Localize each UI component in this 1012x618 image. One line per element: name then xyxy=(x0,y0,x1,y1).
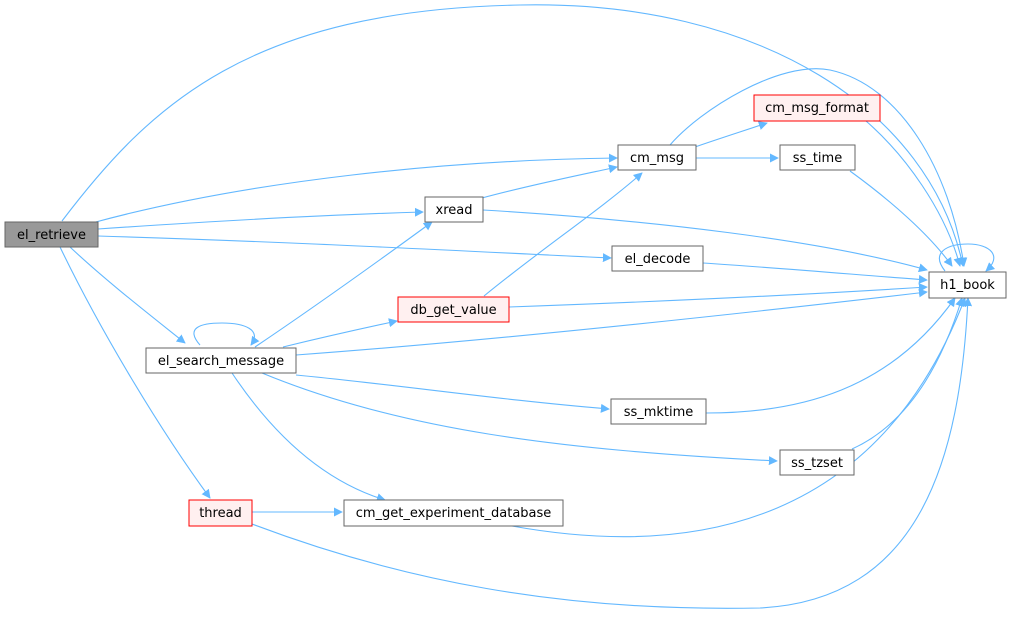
edge-el_retrieve-xread xyxy=(97,207,424,230)
edge-el_retrieve-h1_book xyxy=(61,4,966,267)
node-h1_book[interactable]: h1_book xyxy=(928,271,1007,299)
edge-ss_mktime-h1_book xyxy=(705,297,956,414)
node-cm_msg_format[interactable]: cm_msg_format xyxy=(753,94,881,122)
node-label-cm_get_experiment_database: cm_get_experiment_database xyxy=(356,506,552,521)
edge-ss_time-h1_book xyxy=(849,170,953,267)
edge-cm_msg-cm_msg_format xyxy=(694,121,768,148)
node-xread[interactable]: xread xyxy=(424,196,484,223)
edge-el_search_message-el_search_message xyxy=(193,322,260,346)
edge-db_get_value-cm_msg xyxy=(483,172,643,297)
edge-el_decode-h1_book xyxy=(702,262,928,284)
node-label-el_search_message: el_search_message xyxy=(158,354,284,369)
edge-el_search_message-ss_mktime xyxy=(295,374,610,413)
node-thread[interactable]: thread xyxy=(188,499,253,527)
edge-ss_tzset-h1_book xyxy=(851,297,964,450)
node-label-xread: xread xyxy=(436,203,473,218)
edge-db_get_value-h1_book xyxy=(508,283,928,308)
edge-el_retrieve-cm_msg xyxy=(91,153,618,224)
node-ss_time[interactable]: ss_time xyxy=(779,144,856,171)
node-el_search_message[interactable]: el_search_message xyxy=(145,347,297,374)
node-label-ss_tzset: ss_tzset xyxy=(791,456,843,471)
edge-el_search_message-h1_book xyxy=(295,288,928,356)
node-label-thread: thread xyxy=(199,506,242,521)
node-label-el_decode: el_decode xyxy=(625,252,691,267)
node-label-ss_mktime: ss_mktime xyxy=(624,405,694,420)
node-el_retrieve[interactable]: el_retrieve xyxy=(4,221,99,248)
edge-el_retrieve-el_decode xyxy=(97,235,612,263)
node-ss_tzset[interactable]: ss_tzset xyxy=(779,449,855,476)
edge-el_search_message-xread xyxy=(254,221,433,348)
edge-cm_msg-h1_book xyxy=(669,68,968,267)
node-label-el_retrieve: el_retrieve xyxy=(17,228,86,243)
node-ss_mktime[interactable]: ss_mktime xyxy=(610,398,707,425)
edge-cm_msg_format-h1_book xyxy=(865,120,963,267)
node-label-cm_msg_format: cm_msg_format xyxy=(765,101,869,116)
node-label-h1_book: h1_book xyxy=(940,278,995,293)
node-label-ss_time: ss_time xyxy=(793,151,842,166)
edge-el_search_message-cm_get_experiment_database xyxy=(231,372,386,502)
node-label-cm_msg: cm_msg xyxy=(630,151,684,166)
edge-el_search_message-db_get_value xyxy=(282,318,398,348)
edge-el_retrieve-el_search_message xyxy=(69,246,186,344)
node-cm_get_experiment_database[interactable]: cm_get_experiment_database xyxy=(343,499,564,527)
edge-el_retrieve-thread xyxy=(59,246,211,499)
edges xyxy=(59,4,996,609)
nodes: el_retrieve cm_msg cm_msg_format ss_time… xyxy=(4,94,1007,527)
node-cm_msg[interactable]: cm_msg xyxy=(617,144,697,171)
edge-xread-cm_msg xyxy=(481,164,618,199)
edge-thread-h1_book xyxy=(251,297,973,609)
node-el_decode[interactable]: el_decode xyxy=(611,245,704,272)
edge-cm_get_experiment_database-h1_book xyxy=(511,297,967,538)
edge-el_search_message-ss_tzset xyxy=(261,372,778,466)
edge-xread-h1_book xyxy=(482,209,928,273)
node-db_get_value[interactable]: db_get_value xyxy=(397,296,510,323)
node-label-db_get_value: db_get_value xyxy=(410,303,496,318)
edge-h1_book-h1_book xyxy=(938,243,996,272)
